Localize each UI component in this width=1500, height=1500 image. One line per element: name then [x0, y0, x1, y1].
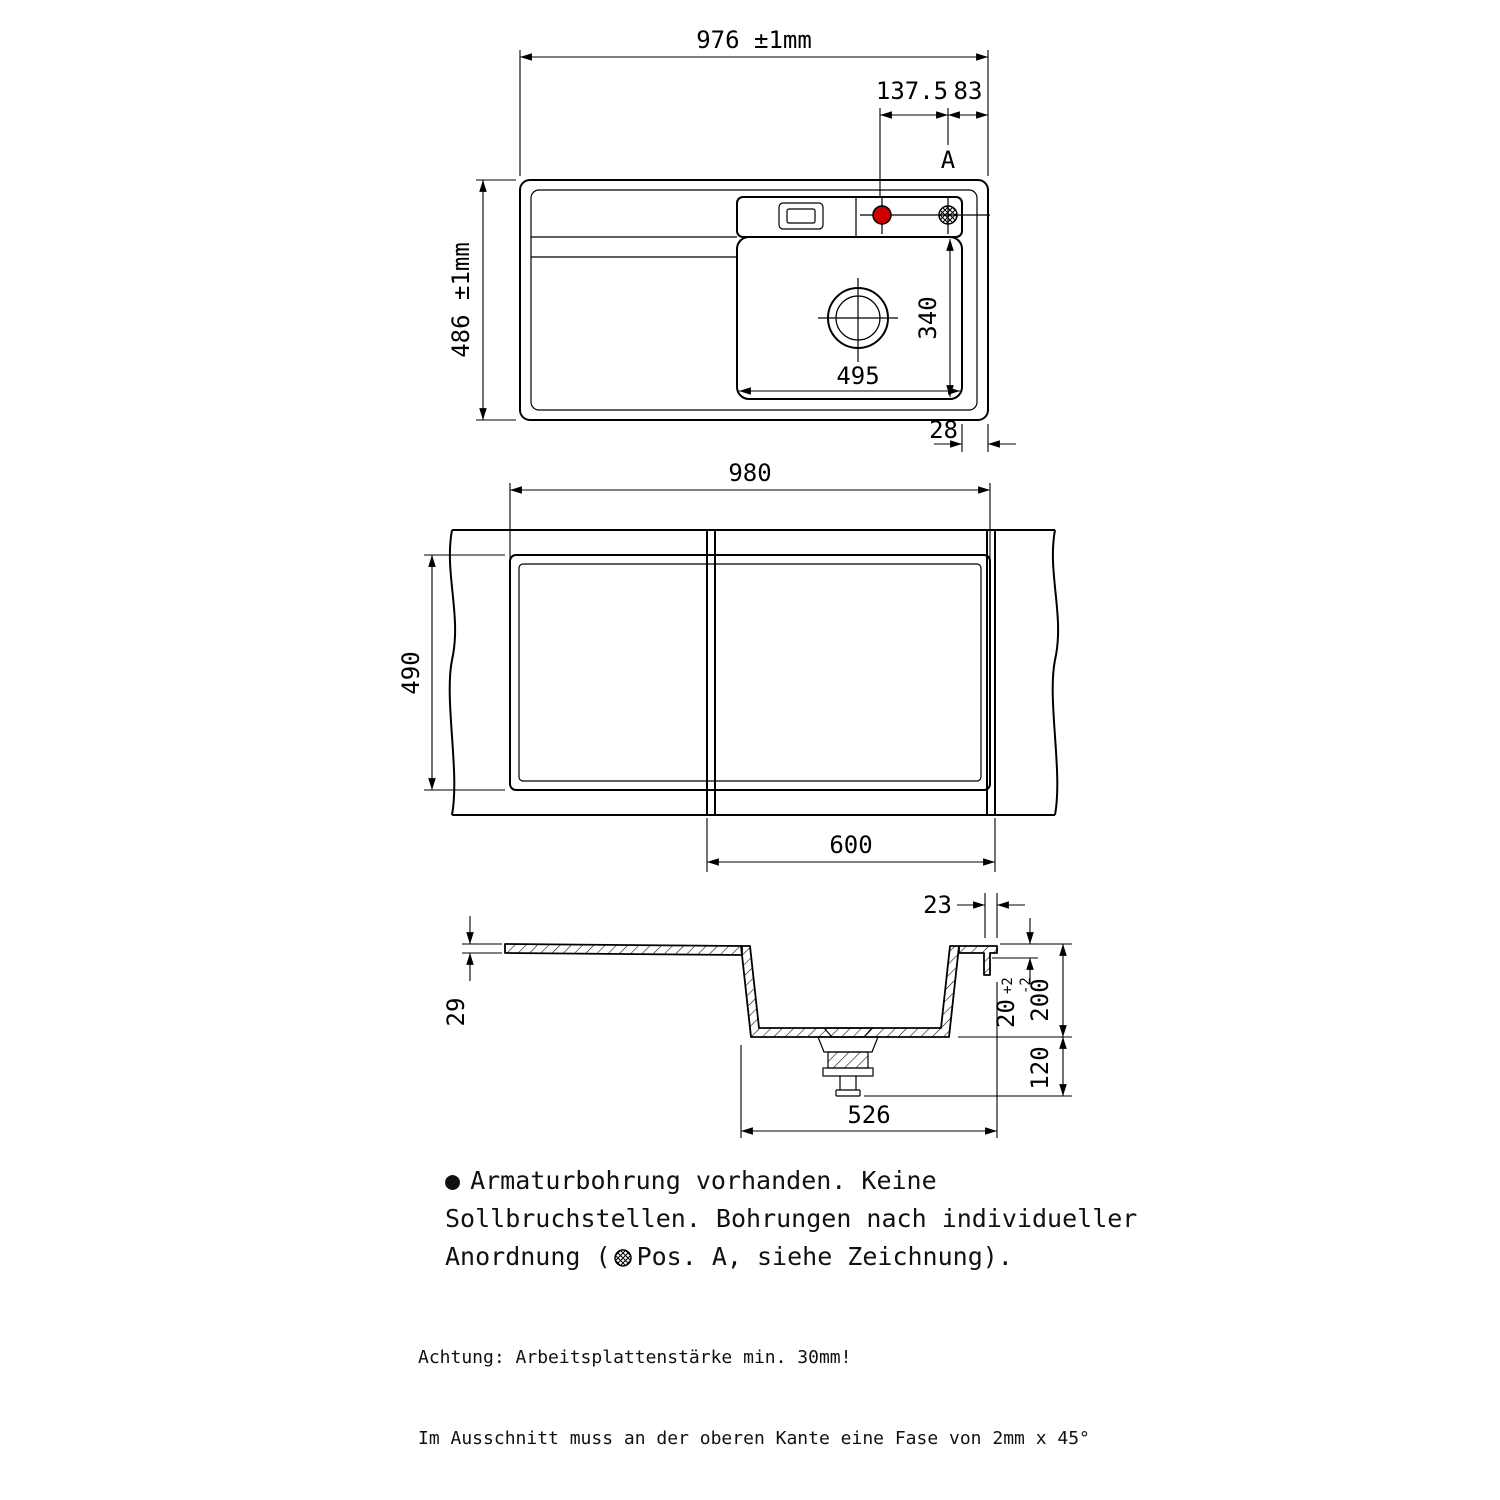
cabinet-walls — [706, 530, 996, 815]
break-line-right — [1051, 529, 1060, 816]
drainboard-grooves — [531, 236, 737, 258]
extension-lines — [519, 50, 989, 176]
sink-outer-edge — [519, 179, 989, 421]
dim-hole-spacing: 137.5 — [876, 77, 948, 105]
dim-basin-total-depth: 200 — [1026, 978, 1054, 1021]
fine-print-line: Achtung: Arbeitsplattenstärke min. 30mm! — [418, 1347, 852, 1368]
note-main-line3-prefix: Anordnung ( — [445, 1242, 611, 1271]
section-view: 29 20 +2 -2 200 120 526 — [442, 916, 1072, 1138]
dim-front-rim-height: 29 — [442, 998, 470, 1027]
svg-text:-2: -2 — [1018, 977, 1034, 994]
cutout-opening — [509, 554, 991, 791]
note-main-line1-text: Armaturbohrung vorhanden. Keine — [470, 1166, 937, 1195]
dim-overall-width: 976 ±1mm — [696, 26, 812, 54]
optional-hole-a-marker — [938, 205, 958, 225]
faucet-deck — [736, 196, 963, 238]
note-main-line2: Sollbruchstellen. Bohrungen nach individ… — [445, 1204, 1138, 1233]
basin-wall-section — [740, 945, 960, 1038]
crosshatch-hole-icon — [613, 1240, 633, 1274]
overflow-cover — [778, 202, 824, 230]
svg-text:+2: +2 — [1000, 977, 1016, 994]
fine-print: Achtung: Arbeitsplattenstärke min. 30mm!… — [418, 1290, 1133, 1500]
countertop-edges — [452, 529, 1055, 816]
dim-cutout-width: 980 — [728, 459, 771, 487]
dim-cutout-depth: 490 — [397, 651, 425, 694]
dim-hole-edge-offset: 83 — [954, 77, 983, 105]
note-main-line3-suffix: Pos. A, siehe Zeichnung). — [636, 1242, 1013, 1271]
hole-position-label: A — [941, 146, 956, 174]
dim-edge-gap: 28 — [929, 416, 958, 444]
svg-text:20: 20 — [992, 999, 1020, 1028]
fine-print-line: Im Ausschnitt muss an der oberen Kante e… — [418, 1428, 1090, 1449]
top-view: 976 ±1mm 137.5 83 A 340 — [447, 26, 1016, 452]
right-rim-section — [958, 945, 998, 976]
dim-edge-detail: 23 — [923, 891, 952, 919]
dim-overall-depth: 486 ±1mm — [447, 242, 475, 358]
dim-basin-width: 495 — [836, 362, 879, 390]
dim-cabinet-width: 600 — [829, 831, 872, 859]
drainboard-section — [504, 943, 743, 956]
note-main-line1: ● Armaturbohrung vorhanden. Keine — [445, 1164, 937, 1198]
cutout-view: 980 490 600 23 — [397, 459, 1060, 938]
drain-outlet — [818, 278, 898, 362]
break-line-left — [448, 529, 457, 816]
dim-basin-outer-width: 526 — [847, 1101, 890, 1129]
sink-inner-rim — [530, 189, 978, 411]
falz-inner-edge — [518, 563, 982, 782]
note-main-line3: Anordnung ( Pos. A, siehe Zeichnung). — [445, 1240, 1013, 1274]
faucet-hole-marker — [872, 205, 892, 225]
dim-basin-depth: 340 — [914, 296, 942, 339]
dim-drain-clearance: 120 — [1026, 1046, 1054, 1089]
drain-fitting-section — [817, 1027, 879, 1097]
filled-circle-icon: ● — [445, 1166, 461, 1195]
basin — [736, 236, 963, 400]
